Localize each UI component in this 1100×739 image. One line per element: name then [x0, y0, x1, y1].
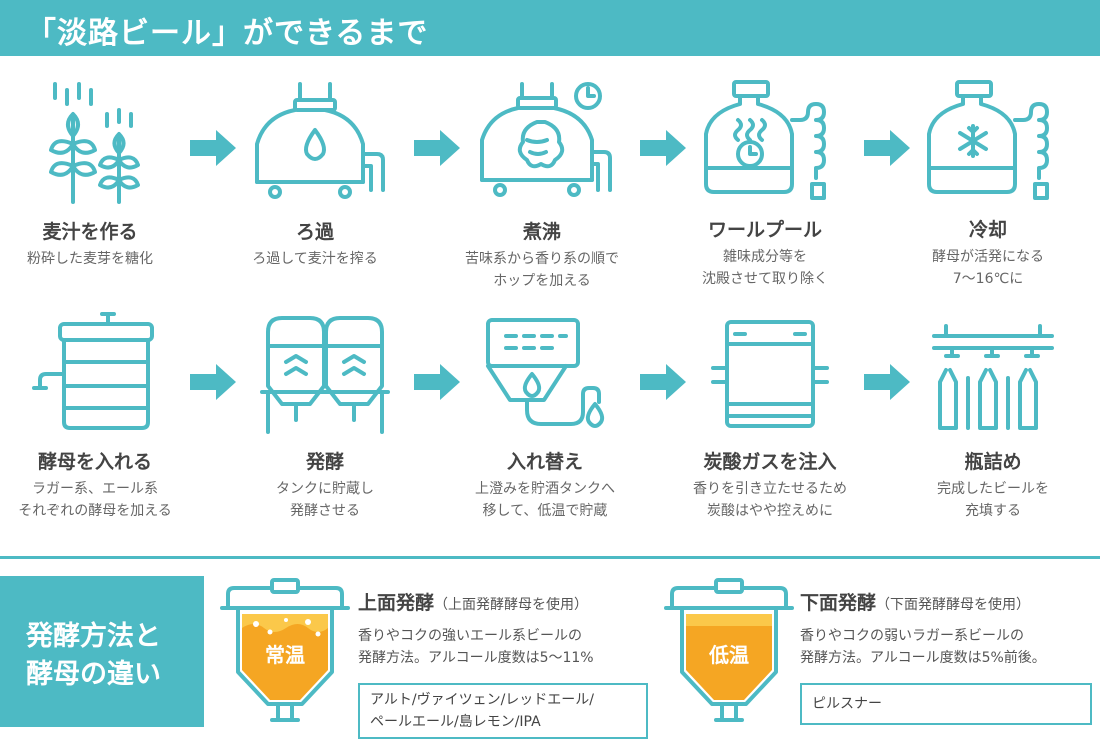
step-ferment: 発酵 タンクに貯蔵し発酵させる	[225, 312, 425, 522]
step-title: 冷却	[968, 219, 1007, 241]
bottom-ferment-examples: ピルスナー	[800, 683, 1092, 725]
step-transfer: 入れ替え 上澄みを貯酒タンクへ移して、低温で貯蔵	[445, 312, 645, 522]
step-desc: タンクに貯蔵し発酵させる	[276, 481, 374, 519]
tank-label-bottom: 低温	[708, 643, 749, 667]
arrow-right-icon	[190, 130, 236, 166]
step-title: 麦汁を作る	[42, 221, 138, 243]
step-carbonation: 炭酸ガスを注入 香りを引き立たせるため炭酸はやや控えめに	[670, 312, 870, 522]
page-title: 「淡路ビール」ができるまで	[26, 16, 429, 51]
filter-tank-icon	[255, 82, 385, 199]
arrow-right-icon	[640, 130, 686, 166]
step-boil: 煮沸 苦味系から香り系の順でホップを加える	[442, 82, 642, 292]
step-desc: 香りを引き立たせるため炭酸はやや控えめに	[693, 481, 847, 519]
top-ferment-examples: アルト/ヴァイツェン/レッドエール/ペールエール/島レモン/IPA	[358, 683, 648, 739]
top-ferment-desc: 香りやコクの強いエール系ビールの発酵方法。アルコール度数は5〜11%	[358, 628, 594, 666]
top-ferment-info: 上面発酵（上面発酵酵母を使用） 香りやコクの強いエール系ビールの発酵方法。アルコ…	[358, 588, 648, 739]
step-title: 入れ替え	[506, 451, 583, 473]
step-desc: 完成したビールを充填する	[937, 481, 1049, 519]
top-ferment-title: 上面発酵（上面発酵酵母を使用）	[358, 592, 589, 614]
step-desc: 雑味成分等を沈殿させて取り除く	[702, 249, 828, 287]
method-heading: 発酵方法と酵母の違い	[26, 621, 161, 690]
step-desc: 苦味系から香り系の順でホップを加える	[465, 251, 619, 289]
step-desc: 上澄みを貯酒タンクへ移して、低温で貯蔵	[475, 481, 615, 519]
step-title: 煮沸	[522, 221, 561, 243]
header-banner: 「淡路ビール」ができるまで	[0, 0, 1100, 56]
boil-hop-icon	[480, 82, 612, 197]
whirlpool-icon	[704, 80, 826, 200]
step-title: 炭酸ガスを注入	[703, 451, 837, 473]
transfer-icon	[486, 318, 605, 428]
step-desc: ラガー系、エール系それぞれの酵母を加える	[18, 481, 172, 519]
step-yeast: 酵母を入れる ラガー系、エール系それぞれの酵母を加える	[0, 312, 195, 522]
step-title: ろ過	[295, 221, 334, 243]
yeast-tank-icon	[32, 312, 154, 430]
step-desc: 粉砕した麦芽を糖化	[27, 251, 153, 267]
bottom-ferment-info: 下面発酵（下面発酵酵母を使用） 香りやコクの弱いラガー系ビールの発酵方法。アルコ…	[800, 588, 1092, 725]
step-wort: 麦汁を作る 粉砕した麦芽を糖化	[0, 82, 190, 270]
fermentation-tanks-icon	[260, 316, 390, 434]
section-divider	[0, 556, 1100, 559]
wheat-icon	[49, 82, 140, 204]
carbonation-icon	[711, 320, 829, 428]
step-whirlpool: ワールプール 雑味成分等を沈殿させて取り除く	[665, 80, 865, 290]
arrow-right-icon	[864, 364, 910, 400]
bottling-icon	[932, 324, 1054, 430]
arrow-right-icon	[864, 130, 910, 166]
bottom-ferment-desc: 香りやコクの弱いラガー系ビールの発酵方法。アルコール度数は5%前後。	[800, 628, 1046, 666]
arrow-right-icon	[414, 130, 460, 166]
step-filter: ろ過 ろ過して麦汁を搾る	[215, 82, 415, 270]
step-bottling: 瓶詰め 完成したビールを充填する	[893, 312, 1093, 522]
method-heading-box: 発酵方法と酵母の違い	[0, 576, 204, 727]
bottom-ferment-tank-icon: 低温	[664, 578, 794, 722]
step-desc: ろ過して麦汁を搾る	[252, 251, 378, 267]
top-ferment-tank-icon: 常温	[220, 578, 350, 722]
step-title: 瓶詰め	[964, 451, 1022, 473]
arrow-right-icon	[414, 364, 460, 400]
step-title: 酵母を入れる	[37, 451, 152, 473]
cooling-icon	[927, 80, 1049, 200]
arrow-right-icon	[190, 364, 236, 400]
step-title: ワールプール	[707, 219, 822, 241]
step-title: 発酵	[305, 451, 344, 473]
arrow-right-icon	[640, 364, 686, 400]
tank-label-top: 常温	[265, 643, 305, 667]
bottom-ferment-title: 下面発酵（下面発酵酵母を使用）	[800, 592, 1031, 614]
